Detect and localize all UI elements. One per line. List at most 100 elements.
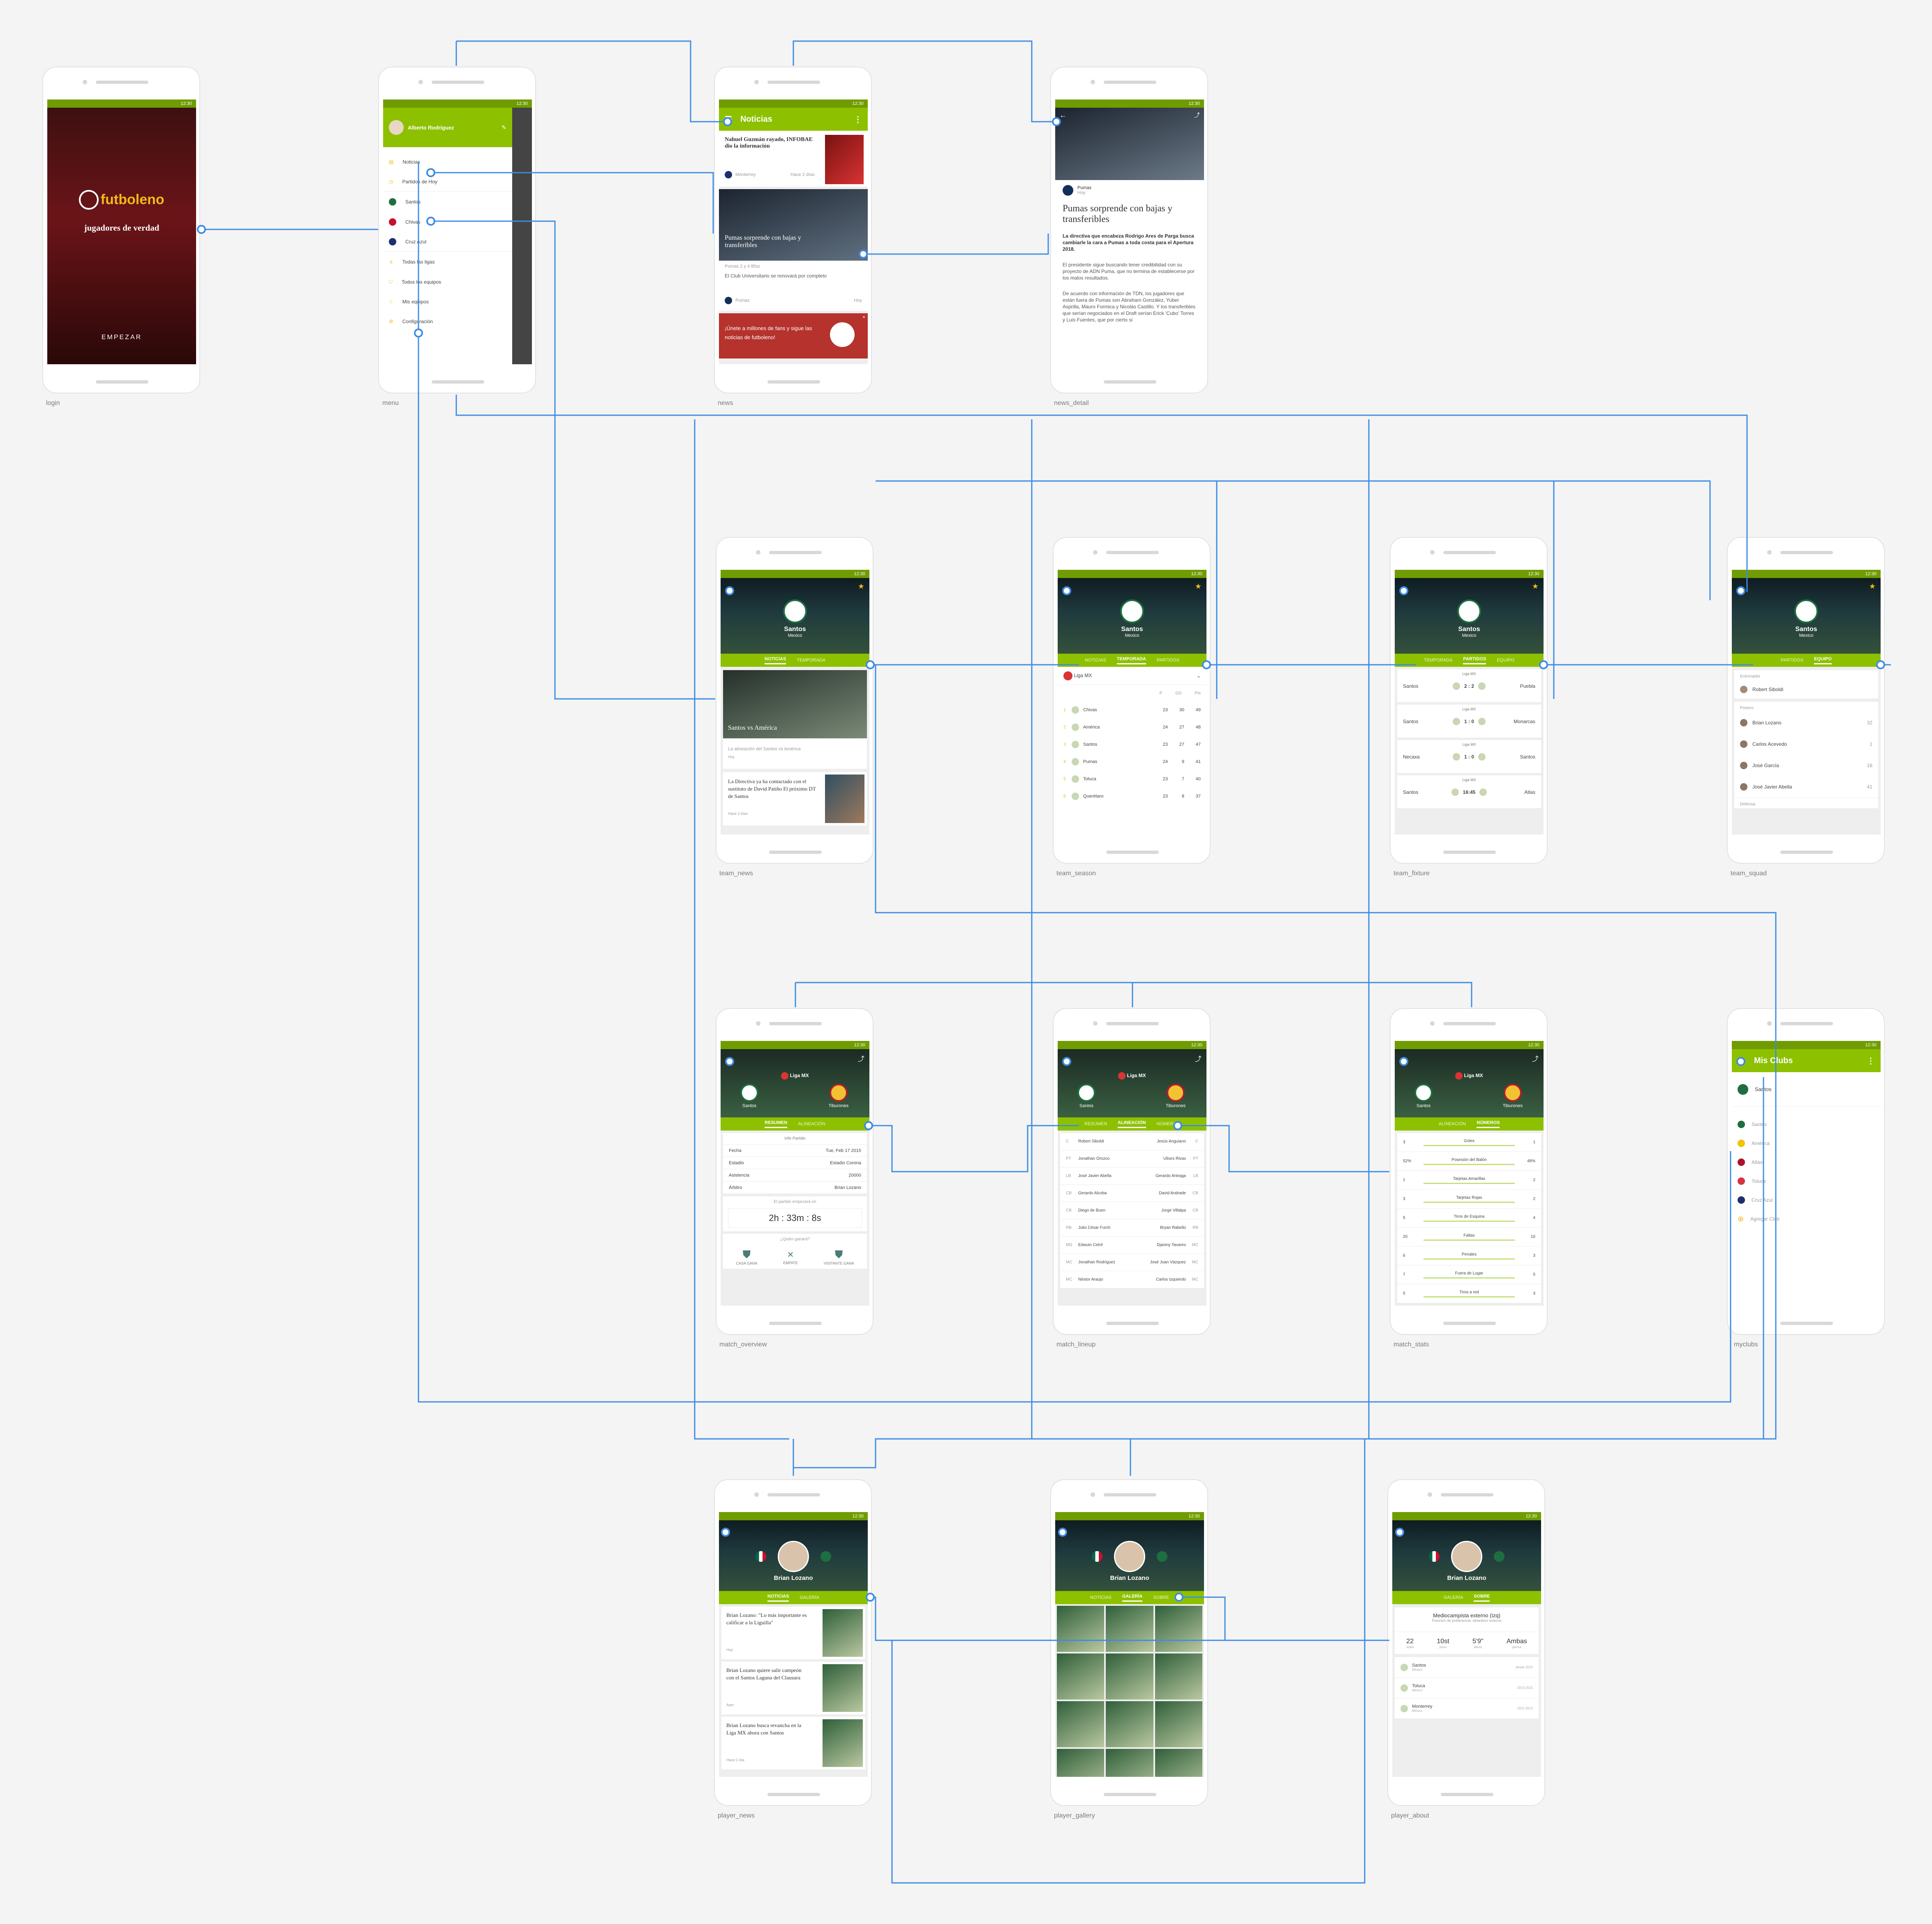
star-icon[interactable]: ★ — [1869, 582, 1876, 590]
menu-item-settings[interactable]: ⚙Configuración — [389, 319, 433, 324]
tab-summary[interactable]: RESUMEN — [1084, 1122, 1107, 1126]
tab-squad[interactable]: EQUIPO — [1497, 658, 1515, 663]
tab-fixtures[interactable]: PARTIDOS — [1463, 657, 1486, 664]
gallery-photo[interactable] — [1057, 1653, 1105, 1700]
share-icon[interactable]: ⤴ — [1194, 112, 1200, 118]
gallery-photo[interactable] — [1155, 1653, 1202, 1700]
fav-club-row[interactable]: Santos — [1732, 1072, 1881, 1107]
back-arrow-icon[interactable]: ← — [1063, 582, 1070, 590]
gallery-photo[interactable] — [1155, 1749, 1202, 1777]
gallery-photo[interactable] — [1106, 1701, 1153, 1747]
tab-gallery[interactable]: GALERÍA — [1443, 1595, 1463, 1600]
back-arrow-icon[interactable]: ← — [1400, 1053, 1407, 1061]
gallery-photo[interactable] — [1155, 1701, 1202, 1747]
tab-about[interactable]: SOBRE — [1153, 1595, 1169, 1600]
coach-row[interactable]: Robert Siboldi — [1734, 680, 1878, 698]
tab-stats[interactable]: NÚMEROS — [1156, 1122, 1180, 1126]
news-card[interactable]: Brian Lozano quiere salir campeón con el… — [721, 1662, 865, 1714]
gallery-photo[interactable] — [1106, 1749, 1153, 1777]
club-row[interactable]: Santos — [1732, 1115, 1881, 1134]
tab-news[interactable]: NOTICIAS — [1084, 658, 1106, 663]
vote-home-button[interactable]: ⛊CASA GANA — [736, 1248, 758, 1265]
vote-draw-button[interactable]: ×EMPATE — [783, 1248, 798, 1265]
menu-icon[interactable]: ☰ — [725, 115, 732, 124]
back-arrow-icon[interactable]: ← — [1738, 1056, 1746, 1065]
back-arrow-icon[interactable]: ← — [1060, 1524, 1068, 1533]
menu-item-today[interactable]: ◷Partidos de Hoy — [383, 172, 512, 192]
back-arrow-icon[interactable]: ← — [1737, 582, 1744, 590]
tab-news[interactable]: NOTICIAS — [1090, 1595, 1112, 1600]
menu-item-leagues[interactable]: ♕Todas las ligas — [389, 259, 435, 265]
menu-item-cruzazul[interactable]: Cruz Azul — [383, 232, 512, 252]
tab-season[interactable]: TEMPORADA — [1116, 657, 1146, 664]
tab-news[interactable]: NOTICIAS — [767, 1594, 789, 1602]
back-arrow-icon[interactable]: ← — [726, 582, 733, 590]
tab-summary[interactable]: RESUMEN — [765, 1120, 788, 1128]
gallery-photo[interactable] — [1106, 1653, 1153, 1700]
back-arrow-icon[interactable]: ← — [1059, 111, 1067, 119]
tab-lineup[interactable]: ALINEACIÓN — [798, 1122, 825, 1126]
gallery-photo[interactable] — [1155, 1606, 1202, 1652]
tab-gallery[interactable]: GALERÍA — [800, 1595, 820, 1600]
tab-news[interactable]: NOTICIAS — [764, 657, 786, 664]
star-icon[interactable]: ★ — [1532, 582, 1539, 590]
club-row[interactable]: Atlas — [1732, 1153, 1881, 1172]
star-icon[interactable]: ★ — [1195, 582, 1202, 590]
tab-about[interactable]: SOBRE — [1474, 1594, 1490, 1602]
gallery-photo[interactable] — [1106, 1606, 1153, 1652]
back-arrow-icon[interactable]: ← — [1400, 582, 1407, 590]
star-icon[interactable]: ★ — [857, 582, 864, 590]
tab-gallery[interactable]: GALERÍA — [1122, 1594, 1143, 1602]
news-card[interactable]: Santos vs América La alineación del Sant… — [723, 670, 867, 769]
tab-lineup[interactable]: ALINEACIÓN — [1438, 1122, 1466, 1126]
back-arrow-icon[interactable]: ← — [724, 1524, 731, 1533]
menu-item-news[interactable]: ▤Noticias — [389, 159, 421, 165]
gallery-photo[interactable] — [1057, 1749, 1105, 1777]
tab-season[interactable]: TEMPORADA — [797, 658, 826, 663]
start-button[interactable]: EMPEZAR — [101, 334, 142, 341]
league-selector[interactable]: Liga MX⌄ — [1058, 667, 1206, 685]
gallery-photo[interactable] — [1057, 1606, 1105, 1652]
menu-item-myteams[interactable]: ☆Mis equipos — [389, 299, 429, 305]
club-row[interactable]: América — [1732, 1134, 1881, 1153]
tab-stats[interactable]: NÚMEROS — [1477, 1120, 1500, 1128]
news-card[interactable]: Pumas sorprende con bajas y transferible… — [719, 189, 868, 311]
share-icon[interactable]: ⤴ — [1195, 1056, 1202, 1063]
tab-season[interactable]: TEMPORADA — [1424, 658, 1453, 663]
vote-away-button[interactable]: ⛊VISITANTE GANA — [823, 1248, 854, 1265]
news-card[interactable]: Brian Lozano busca revancha en la Liga M… — [721, 1717, 865, 1769]
share-icon[interactable]: ⤴ — [857, 1056, 864, 1063]
tab-fixtures[interactable]: PARTIDOS — [1156, 658, 1180, 663]
edit-icon[interactable]: ✎ — [501, 124, 506, 131]
back-arrow-icon[interactable]: ← — [1397, 1524, 1405, 1533]
news-card[interactable]: Brian Lozano: "Lo más importante es cali… — [721, 1607, 865, 1659]
tab-lineup[interactable]: ALINEACIÓN — [1118, 1120, 1146, 1128]
back-arrow-icon[interactable]: ← — [726, 1053, 733, 1061]
add-club-button[interactable]: ⊕Agregar Club — [1738, 1214, 1779, 1223]
menu-item-chivas[interactable]: Chivas — [383, 212, 512, 232]
